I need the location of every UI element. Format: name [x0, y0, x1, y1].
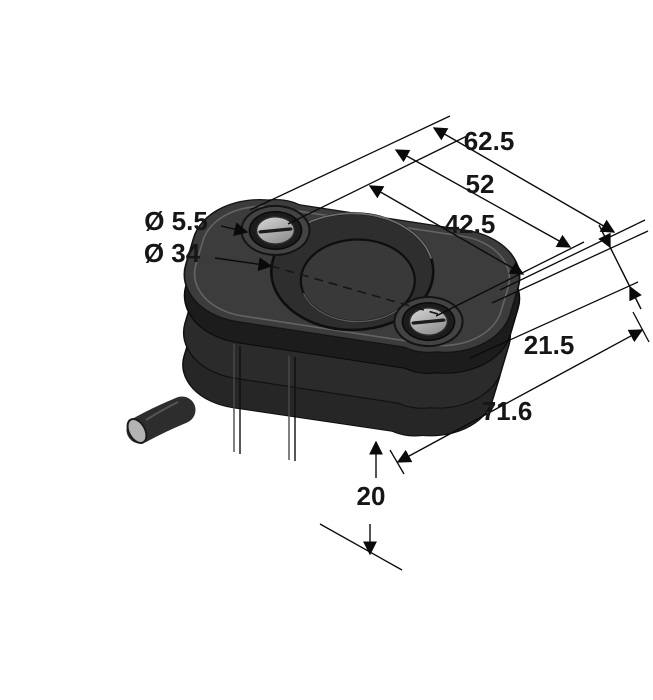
dim-label-overall-length: 62.5: [464, 126, 515, 156]
dimension-lower-height: 20: [357, 440, 386, 556]
screw-top-left: [235, 201, 316, 259]
screw-slot: [258, 227, 293, 234]
housing-grooves: [233, 344, 296, 461]
cable: [126, 396, 196, 445]
dimension-hole-diameter: Ø 5.5: [144, 206, 249, 236]
dim-label-diagonal-length: 71.6: [482, 396, 533, 426]
dimension-recess-diameter: Ø 34: [144, 238, 439, 315]
dim-label-hole-diameter: Ø 5.5: [144, 206, 208, 236]
dim-label-inner-length: 52: [466, 169, 495, 199]
screw-slot: [411, 318, 446, 325]
dimension-hole-spacing: 42.5: [368, 185, 525, 275]
dim-label-hole-spacing: 42.5: [445, 209, 496, 239]
dim-label-height: 21.5: [524, 330, 575, 360]
dim-label-lower-height: 20: [357, 481, 386, 511]
dim-label-recess-diameter: Ø 34: [144, 238, 201, 268]
cable-end-cap: [126, 417, 148, 445]
dimension-diagonal-length: 71.6: [396, 329, 644, 463]
